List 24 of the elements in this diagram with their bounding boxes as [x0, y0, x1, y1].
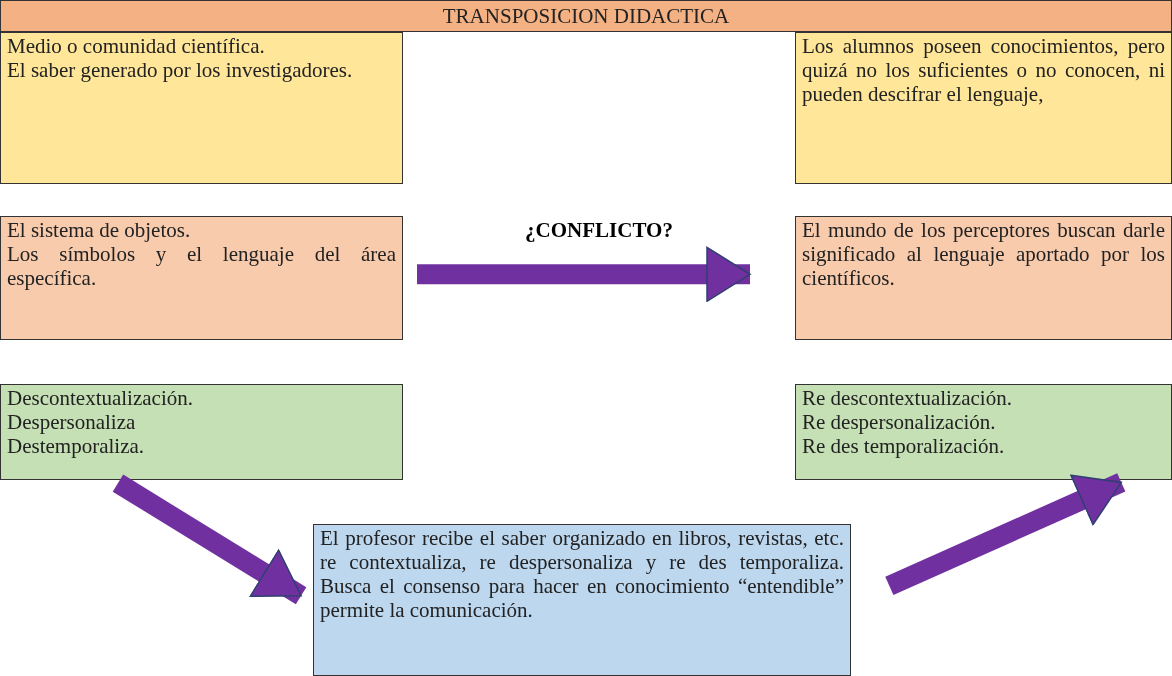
- text-box: [0, 384, 403, 480]
- box-text: Medio o comunidad científica.: [7, 34, 266, 59]
- box-text: Los alumnos poseen conocimientos, pero quizá no los suficientes o no conocen, ni pueden descifrar el lenguaje,: [802, 34, 1165, 107]
- text-box: [795, 216, 1172, 340]
- block-arrow: [112, 474, 307, 605]
- box-text: Los símbolos y el lenguaje del área específica.: [7, 242, 396, 291]
- title-band: TRANSPOSICION DIDACTICA: [0, 0, 1172, 32]
- text-box: [795, 384, 1172, 480]
- box-text: Destemporaliza.: [7, 434, 146, 459]
- box-text: Re despersonalización.: [802, 410, 997, 435]
- box-text: El saber generado por los investigadores.: [7, 58, 354, 83]
- block-arrow: [885, 473, 1126, 596]
- box-text: Re descontextualización.: [802, 386, 1013, 411]
- box-text: Descontextualización.: [7, 386, 194, 411]
- block-arrow: [417, 246, 751, 303]
- box-text: Despersonaliza: [7, 410, 137, 435]
- box-text: El profesor recibe el saber organizado en libros, revistas, etc. re contextualiza, re despersonaliza y re des temporaliza. Busca el consenso para hacer en conocimiento “entendible” permite la comunicación.: [320, 526, 844, 623]
- text-box: [0, 32, 403, 184]
- box-text: El sistema de objetos.: [7, 218, 192, 243]
- text-box: [313, 524, 851, 676]
- box-text: El mundo de los perceptores buscan darle significado al lenguaje aportado por los científicos.: [802, 218, 1165, 291]
- text-box: [795, 32, 1172, 184]
- box-text: Re des temporalización.: [802, 434, 1006, 459]
- text-box: [0, 216, 403, 340]
